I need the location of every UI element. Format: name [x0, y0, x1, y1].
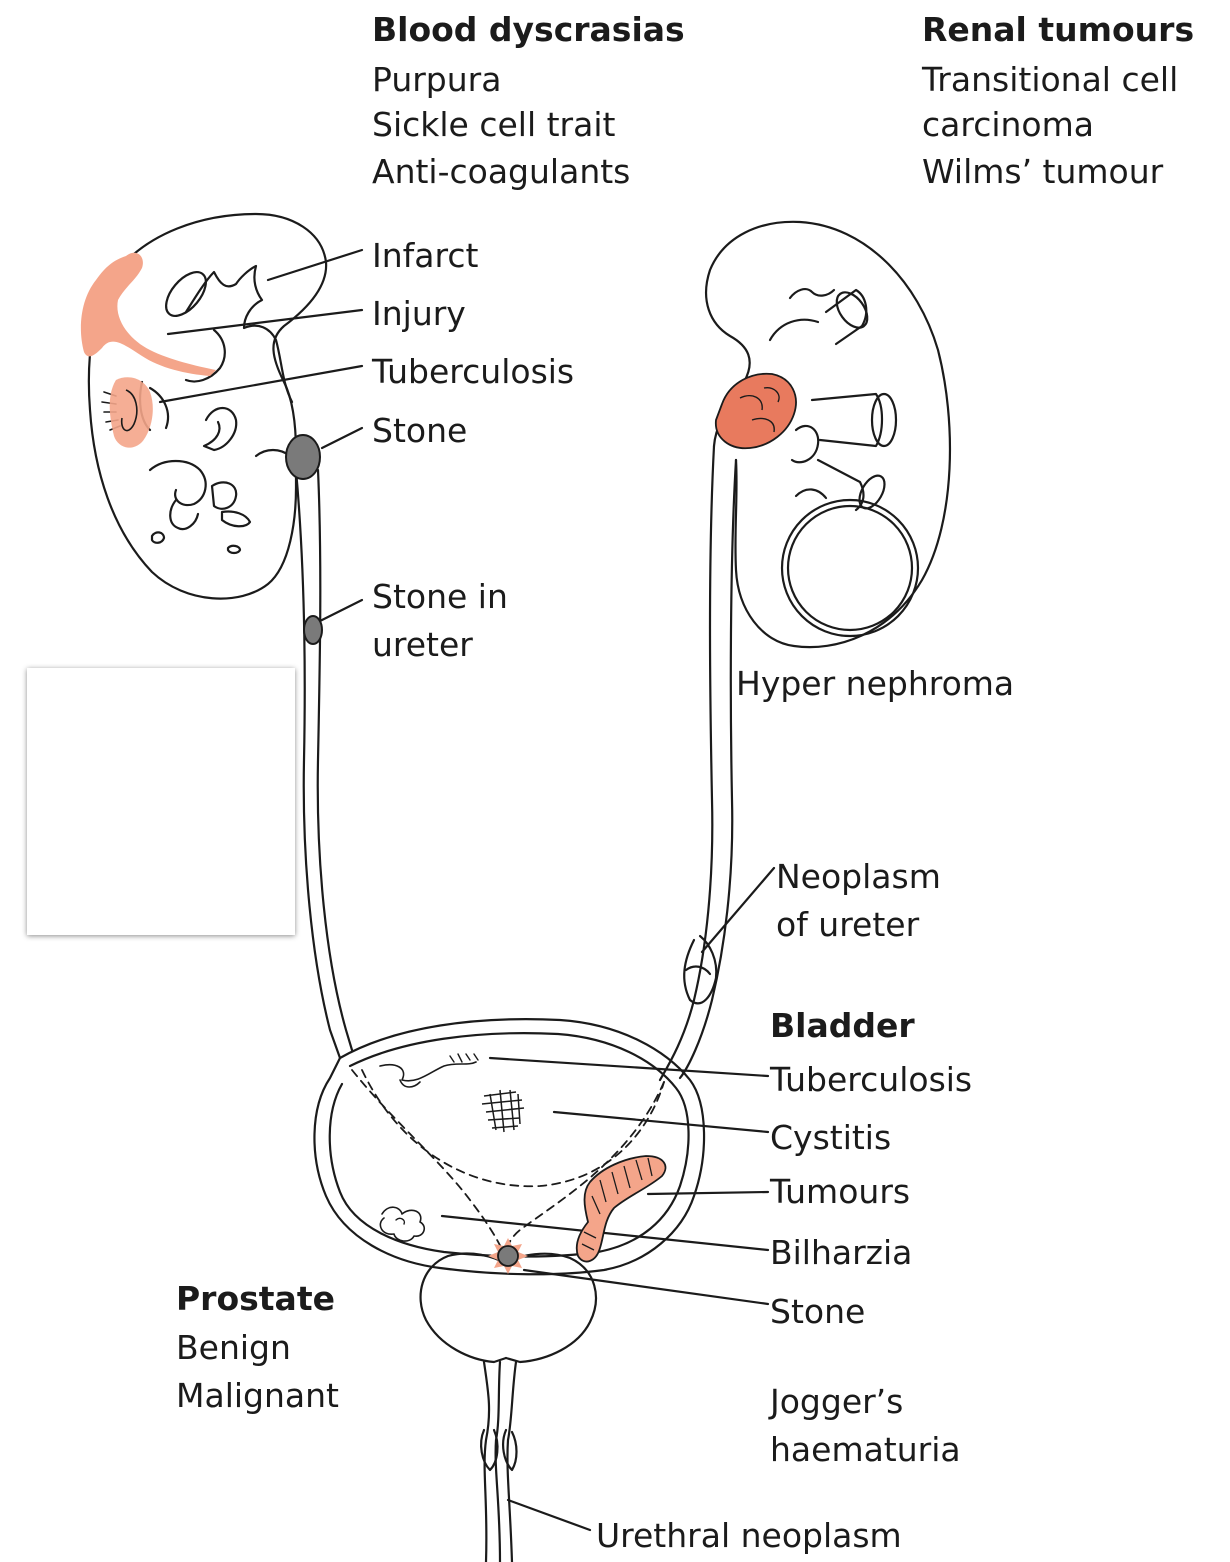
label-neoplasm-of-ureter: Neoplasm	[776, 853, 941, 900]
bladder-item: Tuberculosis	[770, 1056, 972, 1103]
renal-tumours-item: Wilms’ tumour	[922, 148, 1163, 195]
bladder-heading: Bladder	[770, 1002, 915, 1049]
leader-bladder-stone	[524, 1270, 768, 1304]
leader-cystitis	[554, 1112, 768, 1132]
prostate-heading: Prostate	[176, 1275, 335, 1322]
renal-tumours-item: Transitional cell	[922, 56, 1178, 103]
label-infarct: Infarct	[372, 232, 478, 279]
label-hypernephroma: Hyper nephroma	[736, 660, 1014, 707]
label-joggers-haematuria: Jogger’s	[770, 1378, 903, 1425]
hypernephroma-lesion	[716, 374, 796, 448]
label-tuberculosis-kidney: Tuberculosis	[372, 348, 574, 395]
blank-overlay-box	[27, 668, 295, 935]
bladder-item: Tumours	[770, 1168, 910, 1215]
ureter-stone	[304, 616, 322, 644]
label-joggers-haematuria: haematuria	[770, 1426, 961, 1473]
leader-injury	[168, 310, 362, 334]
prostate-item: Malignant	[176, 1372, 339, 1419]
right-kidney-mass	[782, 500, 918, 636]
bladder-outline	[314, 1019, 704, 1274]
left-kidney-tuberculosis-lesion	[110, 377, 153, 447]
leader-stone-kidney	[322, 428, 362, 448]
prostate-right-lobe	[506, 1254, 596, 1362]
leader-infarct	[268, 250, 362, 280]
cystitis-patch	[482, 1090, 524, 1132]
label-urethral-neoplasm: Urethral neoplasm	[596, 1512, 902, 1559]
right-ureter	[660, 446, 714, 1080]
blood-dyscrasias-heading: Blood dyscrasias	[372, 6, 685, 53]
label-neoplasm-of-ureter: of ureter	[776, 901, 919, 948]
renal-tumours-heading: Renal tumours	[922, 6, 1194, 53]
leader-neoplasm-ureter	[702, 868, 774, 952]
renal-tumours-item: carcinoma	[922, 101, 1094, 148]
label-stone-in-ureter: ureter	[372, 621, 473, 668]
label-stone-in-ureter: Stone in	[372, 573, 508, 620]
bladder-item: Stone	[770, 1288, 865, 1335]
bladder-item: Bilharzia	[770, 1229, 912, 1276]
bladder-item: Cystitis	[770, 1114, 891, 1161]
leader-urethral-neoplasm	[508, 1500, 590, 1530]
label-injury: Injury	[372, 290, 466, 337]
prostate-item: Benign	[176, 1324, 291, 1371]
kidney-stone	[286, 435, 320, 479]
leader-stone-ureter	[318, 600, 362, 622]
leader-tumours	[648, 1192, 768, 1194]
leader-bladder-tuberculosis	[490, 1058, 768, 1076]
blood-dyscrasias-item: Purpura	[372, 56, 501, 103]
blood-dyscrasias-item: Anti-coagulants	[372, 148, 630, 195]
left-kidney-calyx-lower	[204, 408, 236, 450]
blood-dyscrasias-item: Sickle cell trait	[372, 101, 615, 148]
label-stone-kidney: Stone	[372, 407, 467, 454]
bladder-stone	[488, 1238, 528, 1274]
